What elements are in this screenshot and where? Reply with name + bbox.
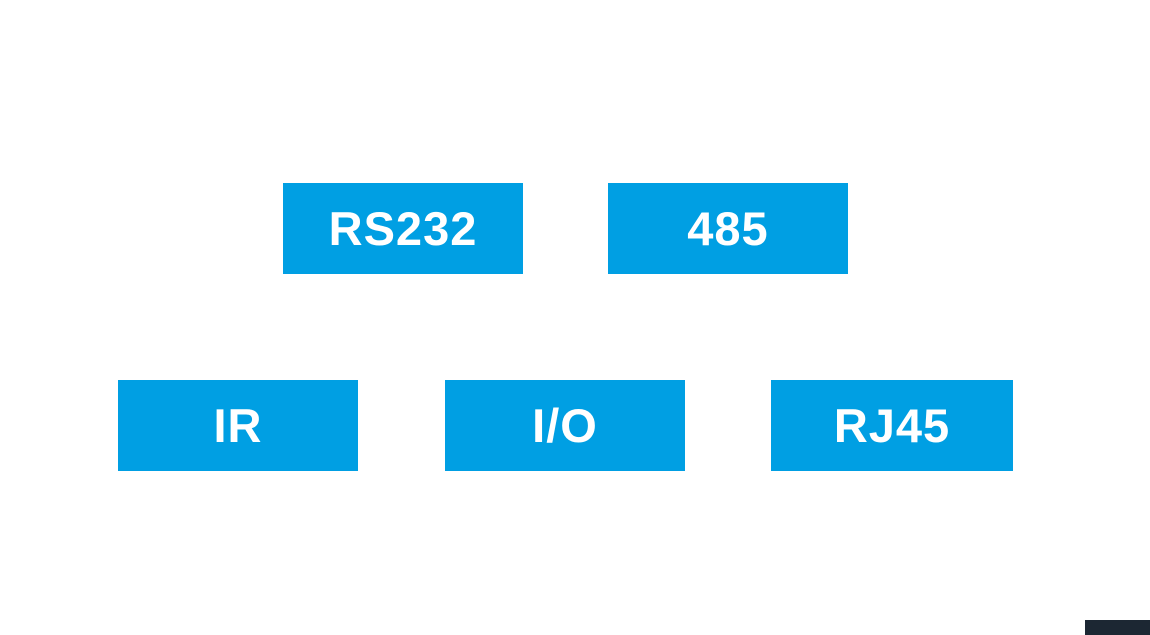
port-box-rj45: RJ45 bbox=[771, 380, 1013, 471]
port-label-io: I/O bbox=[532, 399, 598, 452]
port-label-485: 485 bbox=[687, 202, 769, 255]
port-label-rj45: RJ45 bbox=[833, 399, 951, 452]
port-label-ir: IR bbox=[213, 399, 263, 452]
port-label-rs232: RS232 bbox=[328, 202, 478, 255]
port-box-485: 485 bbox=[608, 183, 848, 274]
port-box-io: I/O bbox=[445, 380, 685, 471]
port-box-rs232: RS232 bbox=[283, 183, 523, 274]
port-box-ir: IR bbox=[118, 380, 358, 471]
bottom-right-dark-bar bbox=[1085, 620, 1150, 635]
